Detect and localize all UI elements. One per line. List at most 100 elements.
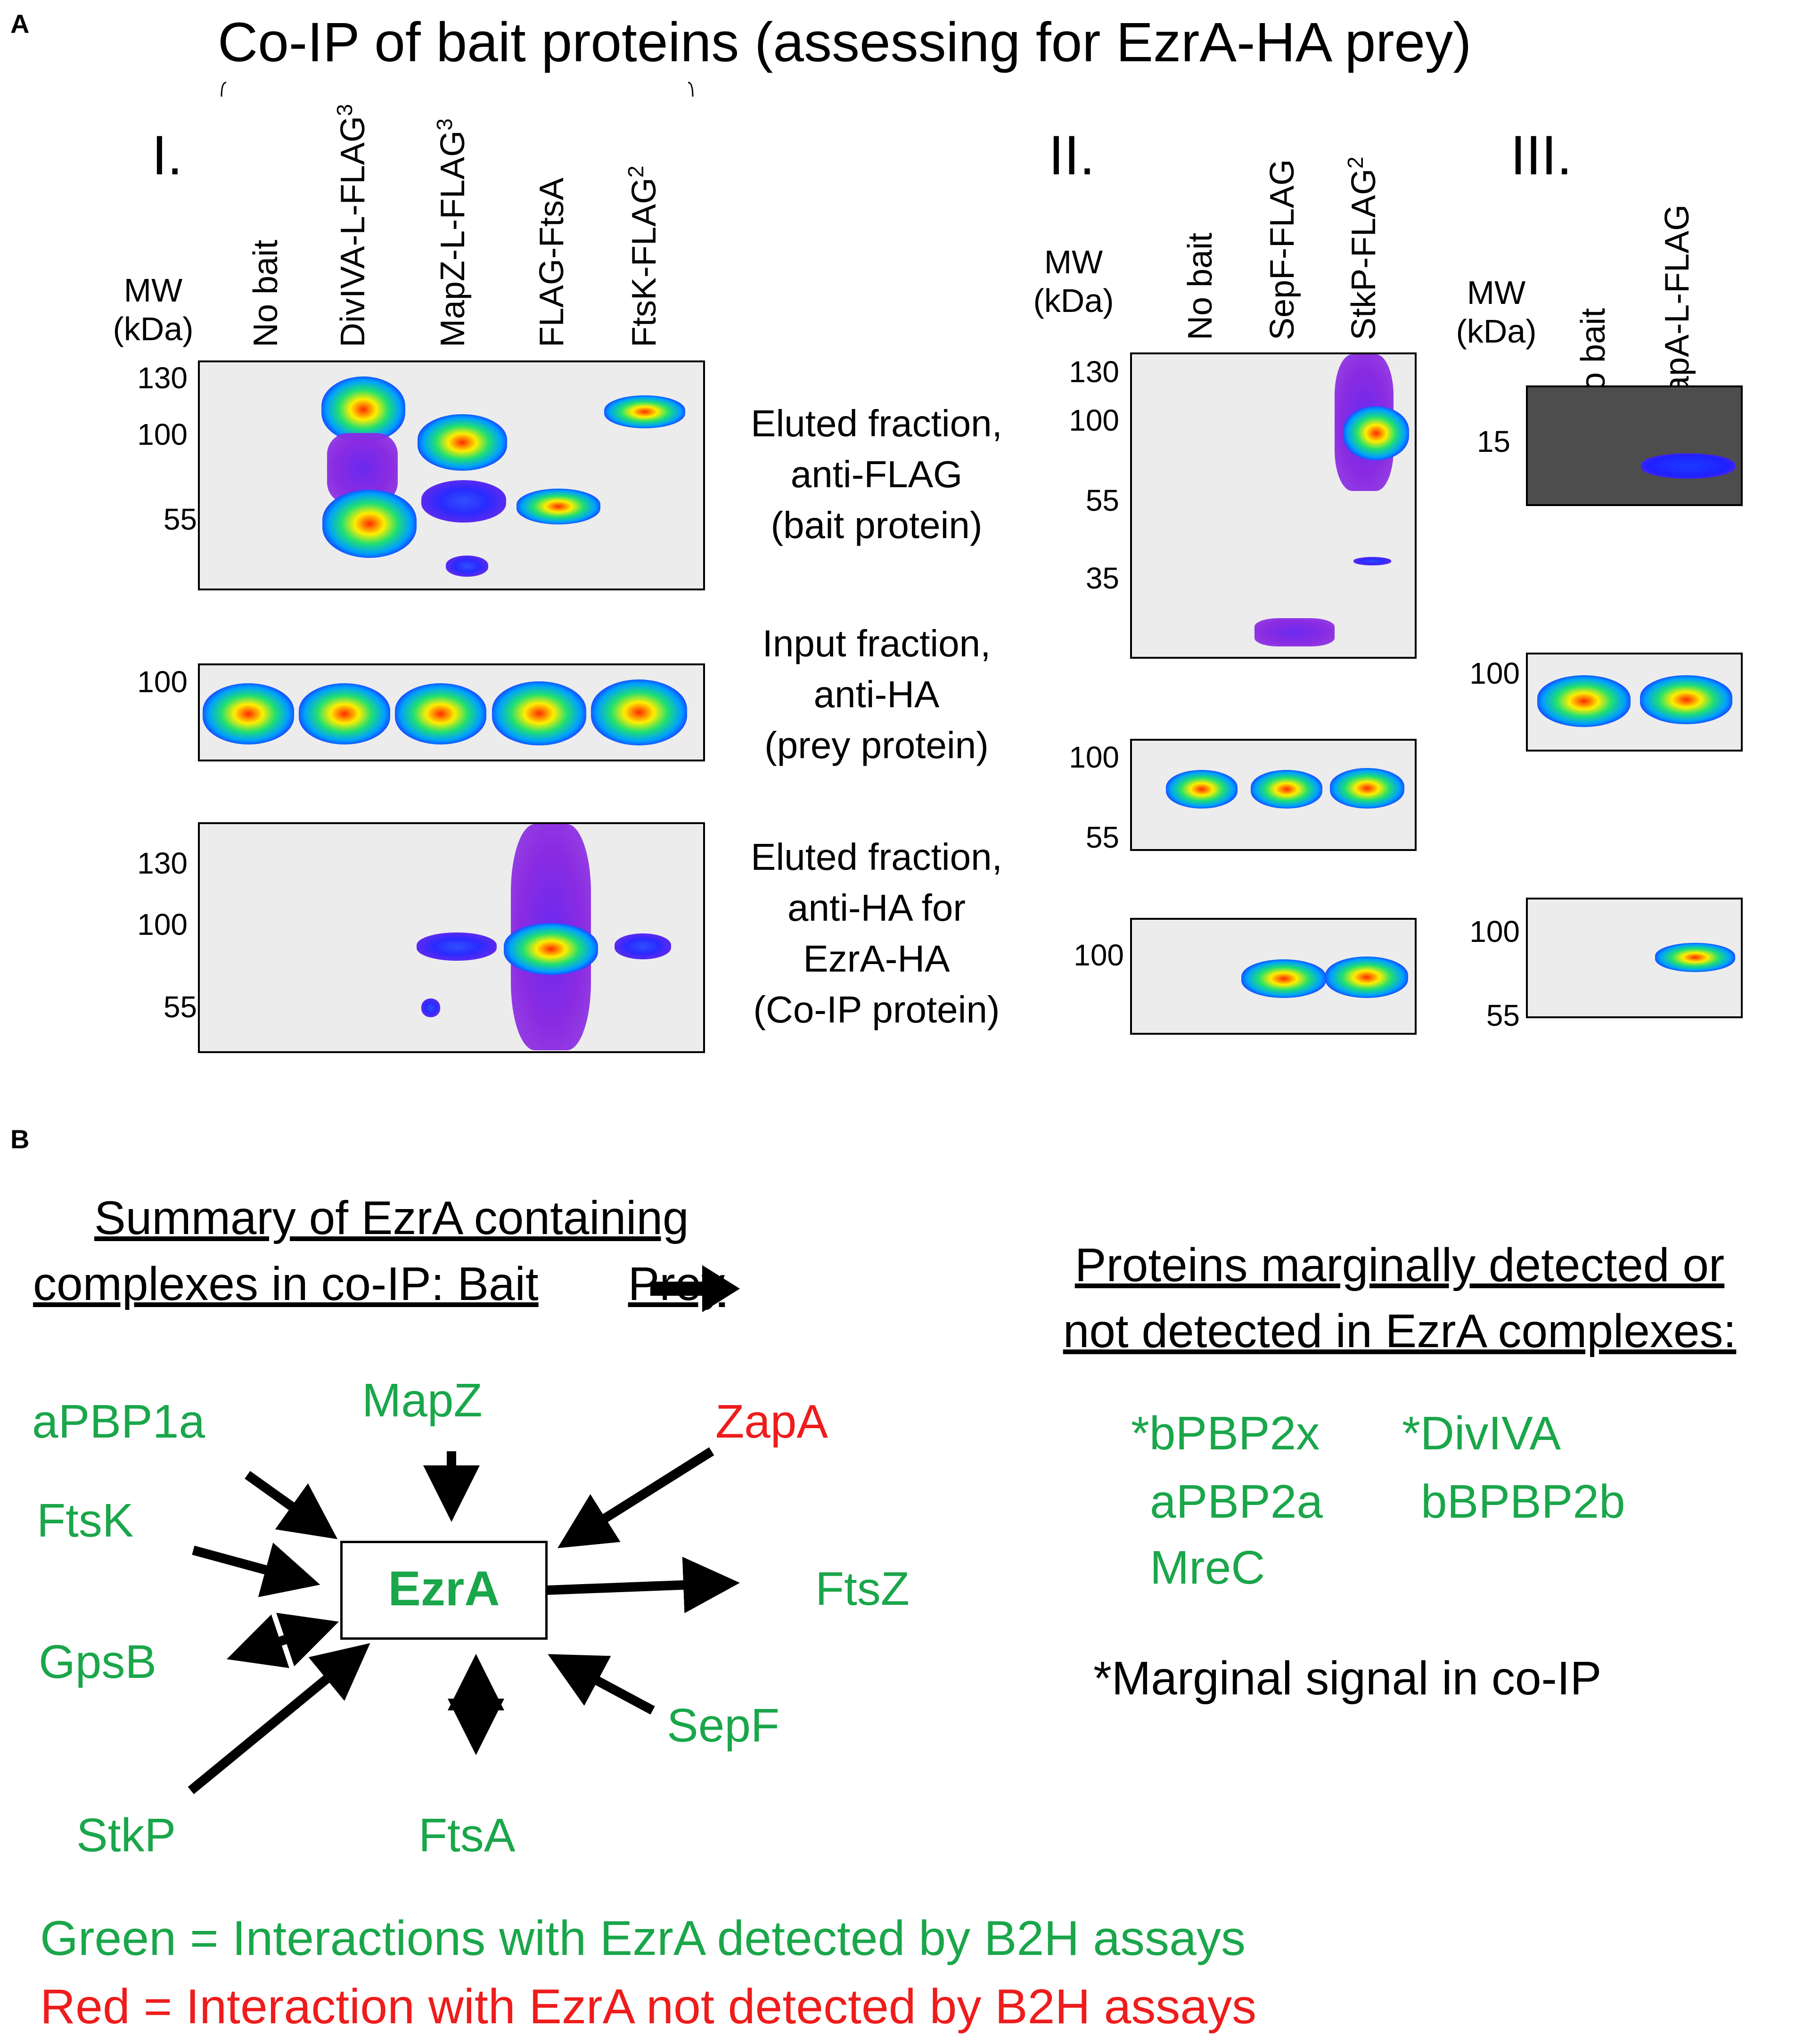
arrow bbox=[557, 1447, 714, 1548]
band bbox=[1641, 453, 1735, 479]
group-i-mw-label: MW(kDa) bbox=[113, 272, 194, 347]
mw-tick: 55 bbox=[1486, 998, 1520, 1032]
band bbox=[1353, 557, 1391, 565]
band bbox=[516, 489, 600, 524]
mw-tick: 55 bbox=[163, 502, 197, 536]
band bbox=[591, 679, 687, 745]
mw-tick: 100 bbox=[1469, 656, 1520, 690]
blot-iii-eluted-flag bbox=[1526, 385, 1743, 506]
lane-label: No bait bbox=[1181, 232, 1219, 340]
mw-tick: 100 bbox=[137, 417, 188, 451]
blot-ii-eluted-ha bbox=[1130, 918, 1417, 1035]
lane-label: No bait bbox=[247, 239, 285, 347]
arrow bbox=[545, 1556, 740, 1613]
mw-tick: 130 bbox=[137, 846, 188, 880]
band bbox=[1166, 770, 1238, 809]
band bbox=[1655, 943, 1735, 972]
protein-ftsa: FtsA bbox=[418, 1809, 516, 1862]
figure-title: Co-IP of bait proteins (assessing for Ez… bbox=[218, 11, 1472, 74]
band bbox=[1325, 957, 1408, 998]
mw-tick: 100 bbox=[1069, 740, 1119, 774]
band bbox=[322, 490, 417, 558]
ezra-box: EzrA bbox=[340, 1541, 548, 1640]
mw-tick: 100 bbox=[1469, 915, 1520, 948]
band bbox=[299, 683, 390, 744]
lane-label: FtsK-FLAG2 bbox=[623, 165, 663, 347]
mw-tick: 100 bbox=[1074, 938, 1124, 972]
band bbox=[418, 414, 507, 471]
mw-tick: 55 bbox=[1085, 483, 1119, 517]
mw-tick: 130 bbox=[1069, 355, 1119, 389]
protein-sepf: SepF bbox=[667, 1699, 780, 1752]
band bbox=[1330, 768, 1404, 809]
marginal-item: *DivIVA bbox=[1402, 1407, 1561, 1460]
lane-label: FLAG-FtsA bbox=[533, 177, 571, 347]
blot-label-input-ha: Input fraction,anti-HA(prey protein) bbox=[762, 622, 991, 766]
mw-tick: 100 bbox=[137, 908, 188, 941]
marginal-heading: Proteins marginally detected or not dete… bbox=[1063, 1239, 1737, 1357]
blot-i-eluted-ha bbox=[198, 822, 705, 1053]
band bbox=[1343, 406, 1409, 460]
blot-iii-eluted-ha bbox=[1526, 898, 1743, 1018]
double-arrow bbox=[227, 1612, 339, 1668]
mw-tick: 35 bbox=[1085, 561, 1119, 595]
legend-red: Red = Interaction with EzrA not detected… bbox=[40, 1979, 1257, 2034]
marginal-item: bBPBP2b bbox=[1421, 1475, 1625, 1528]
blot-i-input-ha bbox=[198, 663, 705, 761]
band bbox=[1537, 675, 1631, 727]
protein-apbp1a: aPBP1a bbox=[32, 1395, 205, 1448]
lane-label: ZapA-L-FLAG bbox=[1658, 204, 1696, 416]
mw-tick: 55 bbox=[1085, 820, 1119, 854]
protein-mapz: MapZ bbox=[362, 1374, 483, 1427]
arrow bbox=[188, 1643, 370, 1794]
lane-label: MapZ-L-FLAG3 bbox=[432, 118, 472, 347]
blot-i-eluted-flag bbox=[198, 360, 705, 590]
band-smear bbox=[1254, 618, 1335, 646]
marginal-note: *Marginal signal in co-IP bbox=[1093, 1652, 1602, 1705]
blot-iii-input-ha bbox=[1526, 653, 1743, 752]
blot-ii-eluted-flag bbox=[1130, 352, 1417, 659]
band bbox=[604, 395, 685, 428]
mw-tick: 15 bbox=[1476, 425, 1510, 458]
mw-tick: 130 bbox=[137, 361, 188, 395]
marginal-item: MreC bbox=[1150, 1541, 1265, 1594]
protein-zapa: ZapA bbox=[715, 1395, 828, 1448]
arrow bbox=[245, 1471, 338, 1539]
band bbox=[504, 923, 598, 975]
band bbox=[203, 683, 294, 744]
protein-ftsz: FtsZ bbox=[815, 1562, 910, 1615]
ezra-label: EzrA bbox=[388, 1562, 500, 1616]
lane-label: DivIVA-L-FLAG3 bbox=[332, 104, 372, 347]
band bbox=[1640, 675, 1732, 724]
band bbox=[446, 556, 488, 577]
title-bracket bbox=[221, 82, 694, 97]
lane-label: SepF-FLAG bbox=[1263, 159, 1301, 340]
band bbox=[492, 681, 586, 745]
blot-ii-input-ha bbox=[1130, 739, 1417, 851]
band bbox=[321, 376, 405, 442]
protein-stkp: StkP bbox=[76, 1809, 176, 1862]
band bbox=[395, 683, 486, 744]
group-ii-label: II. bbox=[1049, 124, 1095, 187]
band bbox=[421, 480, 506, 523]
arrow bbox=[548, 1654, 655, 1715]
panel-letter-a: A bbox=[10, 9, 30, 39]
arrow bbox=[192, 1542, 320, 1597]
blot-label-eluted-flag: Eluted fraction,anti-FLAG(bait protein) bbox=[751, 402, 1002, 546]
summary-heading: Summary of EzrA containing complexes in … bbox=[33, 1192, 725, 1310]
band bbox=[1241, 959, 1326, 998]
panel-letter-b: B bbox=[10, 1124, 30, 1154]
group-i-label: I. bbox=[152, 124, 183, 187]
summary-arrow-icon bbox=[650, 1265, 740, 1312]
mw-tick: 100 bbox=[137, 665, 188, 699]
group-ii-mw-label: MW(kDa) bbox=[1033, 244, 1114, 319]
band bbox=[615, 933, 671, 959]
legend-green: Green = Interactions with EzrA detected … bbox=[40, 1911, 1246, 1966]
band bbox=[417, 932, 497, 961]
group-iii-label: III. bbox=[1510, 124, 1573, 187]
marginal-item: aPBP2a bbox=[1150, 1475, 1323, 1528]
lane-label: StkP-FLAG2 bbox=[1343, 156, 1383, 340]
interaction-diagram bbox=[188, 1447, 740, 1794]
mw-tick: 100 bbox=[1069, 403, 1119, 437]
